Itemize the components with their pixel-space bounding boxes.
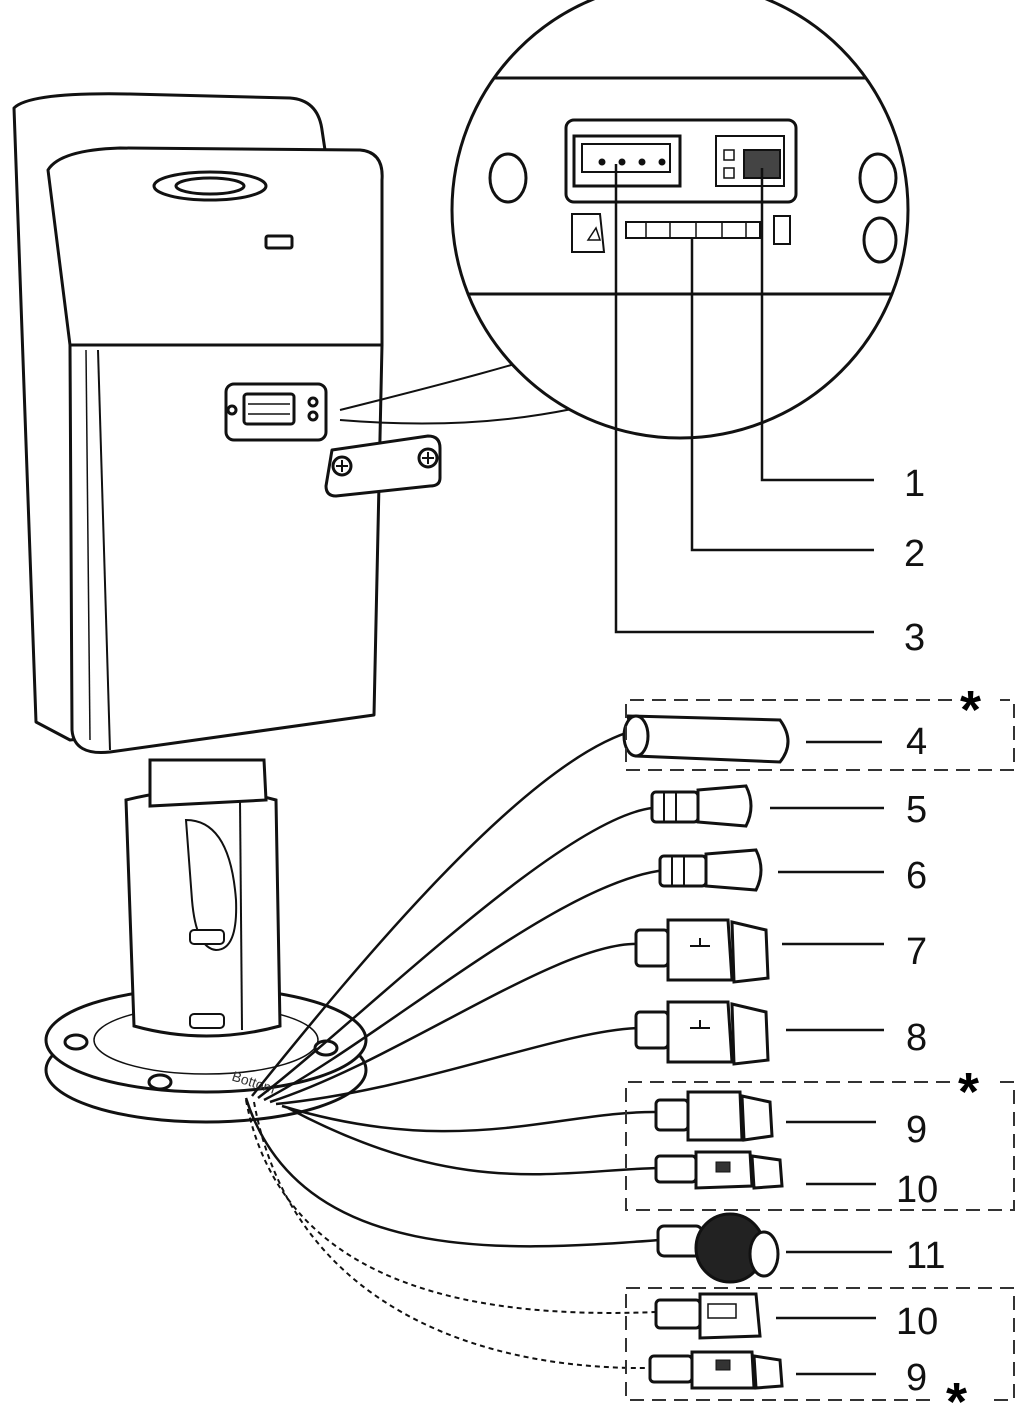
camera-mount xyxy=(44,758,368,1124)
callout-2: 2 xyxy=(904,533,925,575)
connector-10-top xyxy=(654,1150,784,1190)
optional-box-9-10-bottom xyxy=(625,1287,1015,1401)
callout-7: 7 xyxy=(906,931,927,973)
callout-9a: 9 xyxy=(906,1109,927,1151)
callout-11: 11 xyxy=(906,1235,945,1277)
callout-6: 6 xyxy=(906,855,927,897)
optional-marker-2: * xyxy=(958,1062,979,1122)
connector-11 xyxy=(656,1212,780,1284)
connector-4 xyxy=(622,714,790,764)
connector-5 xyxy=(650,784,753,828)
callout-4: 4 xyxy=(906,721,927,763)
connector-9-bottom xyxy=(648,1350,784,1390)
connector-6 xyxy=(658,848,763,892)
connector-7 xyxy=(634,918,770,984)
optional-marker-3: * xyxy=(946,1372,967,1412)
zoom-bubble xyxy=(339,0,910,634)
connector-10-bottom xyxy=(654,1292,762,1340)
callout-1: 1 xyxy=(904,463,925,505)
connector-8 xyxy=(634,1000,770,1066)
base-hole-1 xyxy=(63,1033,89,1051)
port-cover xyxy=(324,434,442,498)
leader-3 xyxy=(614,164,874,634)
base-hole-2 xyxy=(147,1073,173,1091)
callout-3: 3 xyxy=(904,617,925,659)
optional-box-9-10-top xyxy=(625,1081,1015,1211)
callout-8: 8 xyxy=(906,1017,927,1059)
optional-box-4 xyxy=(625,699,1015,771)
cable-bundle xyxy=(244,728,667,1248)
indicator-slot xyxy=(264,234,294,250)
callout-10b: 10 xyxy=(896,1301,938,1343)
optional-marker-1: * xyxy=(960,680,981,740)
camera-housing xyxy=(68,343,384,755)
camera-top xyxy=(46,146,384,347)
callout-10a: 10 xyxy=(896,1169,938,1211)
leader-2 xyxy=(690,238,874,552)
leader-1 xyxy=(760,168,874,482)
top-dome-inner xyxy=(174,176,246,196)
connector-9-top xyxy=(654,1090,774,1142)
camera-body xyxy=(12,92,442,755)
callout-9b: 9 xyxy=(906,1357,927,1399)
optional-cable-bundle xyxy=(245,1099,657,1370)
callout-5: 5 xyxy=(906,789,927,831)
